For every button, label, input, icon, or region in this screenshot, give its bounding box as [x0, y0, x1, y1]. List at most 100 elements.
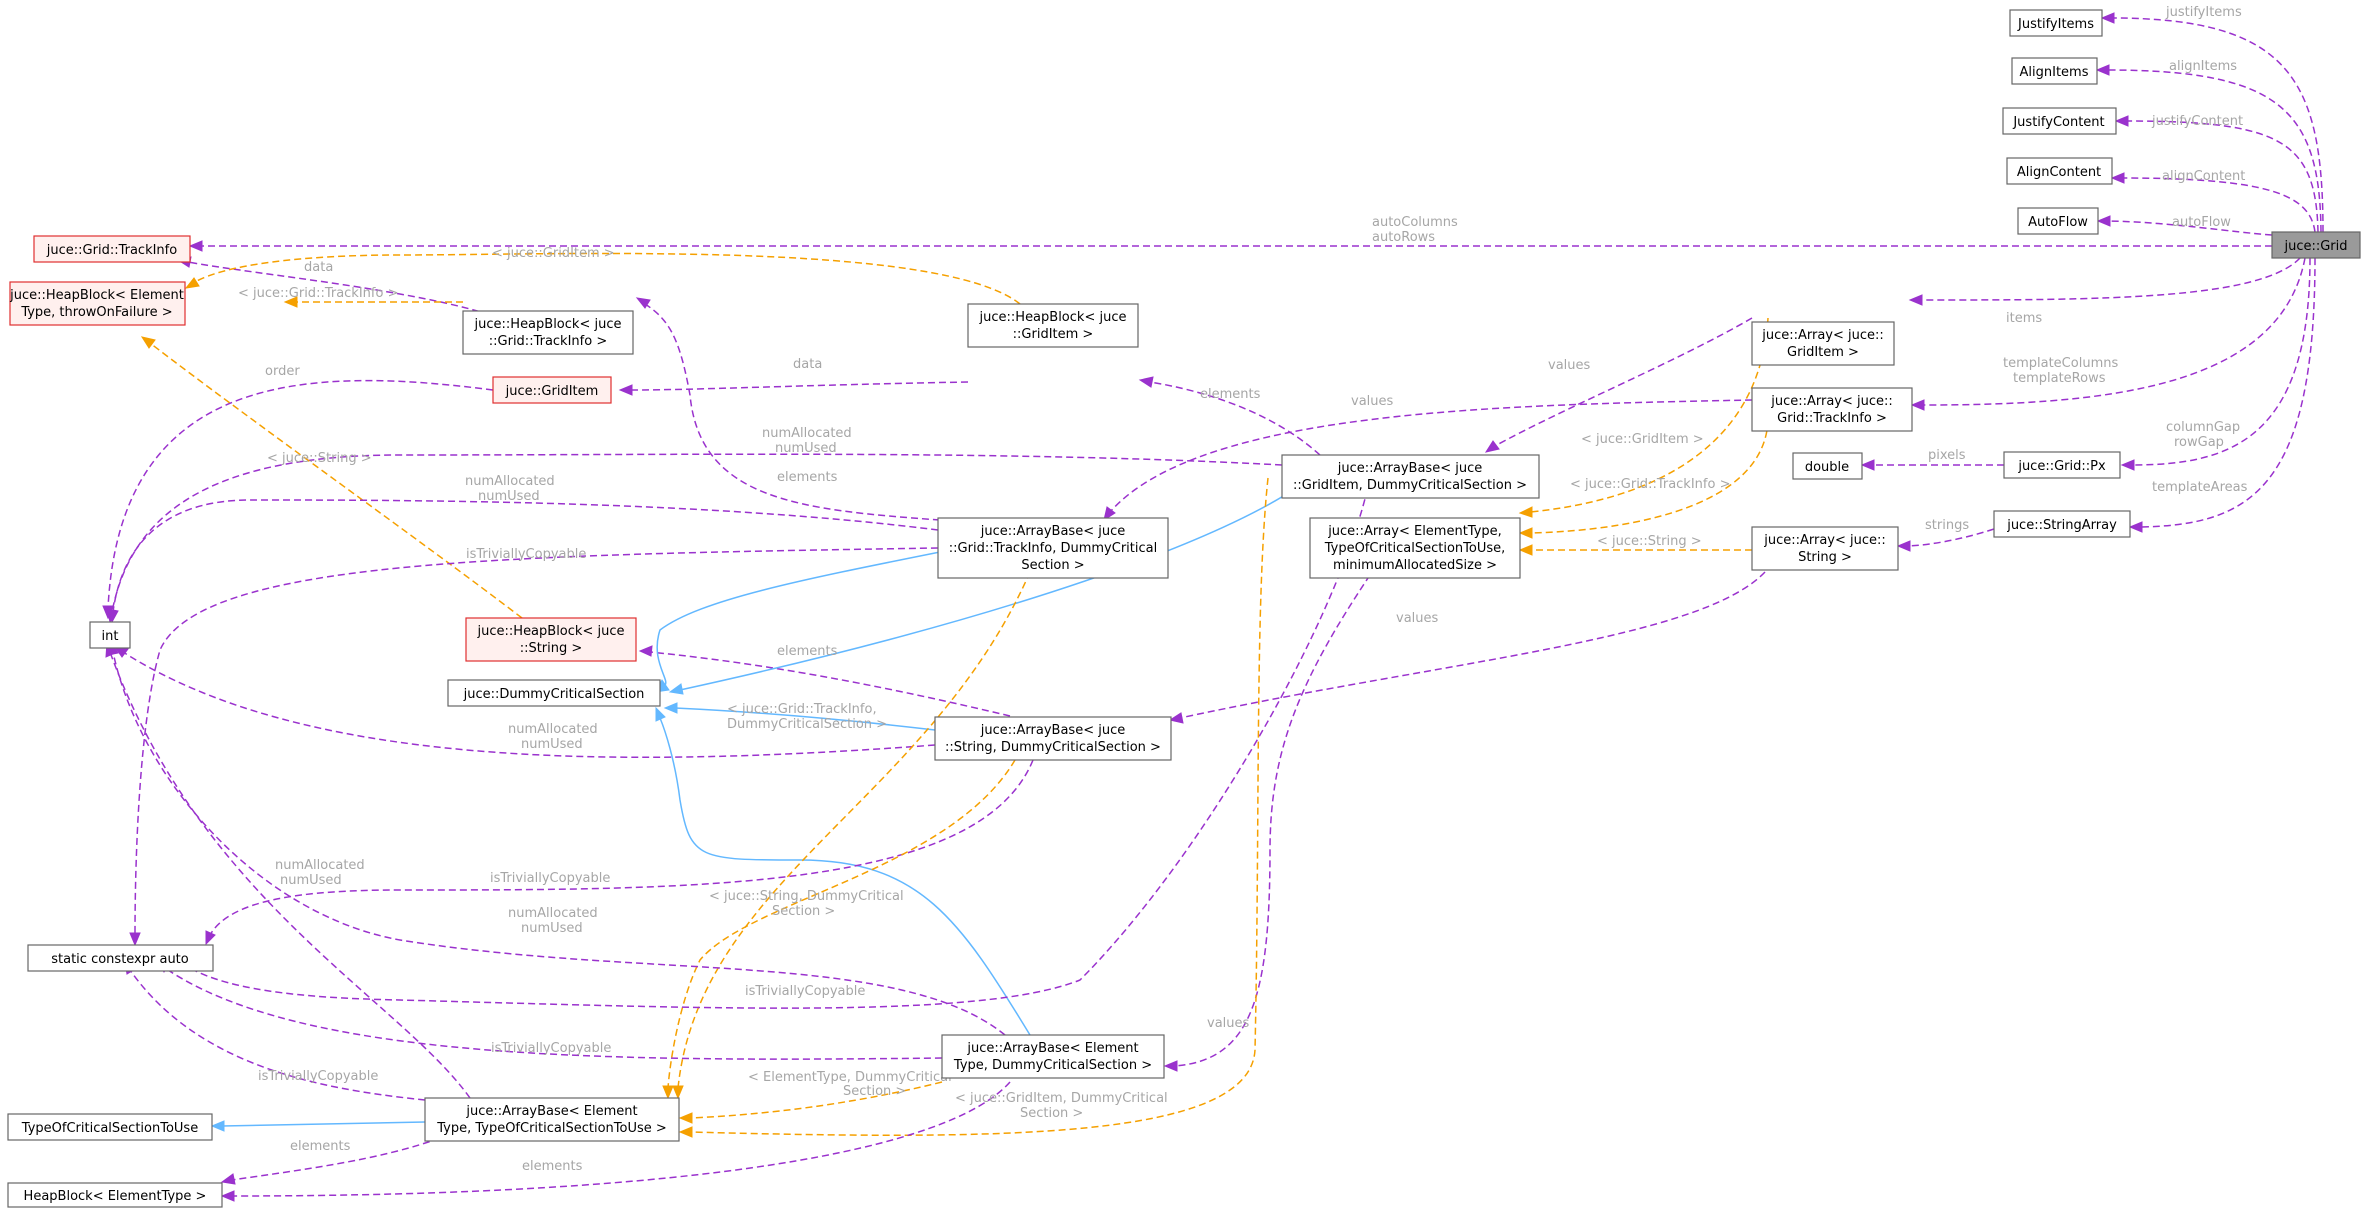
label-numalloc-elemtype-1: numAllocated	[275, 858, 365, 873]
node-arraybase-element-dummy[interactable]: juce::ArrayBase< Element Type, DummyCrit…	[941, 1034, 1165, 1079]
label-tmpl-griditem-top: < juce::GridItem >	[492, 246, 615, 261]
node-heapblock-string[interactable]: juce::HeapBlock< juce ::String >	[465, 617, 637, 662]
node-arraybase-element-typeofcs[interactable]: juce::ArrayBase< Element Type, TypeOfCri…	[424, 1097, 680, 1142]
node-double[interactable]: double	[1792, 452, 1863, 480]
edge-column-row-gap	[2120, 257, 2311, 471]
label-numalloc-dummy-1: numAllocated	[508, 906, 598, 921]
label-values-trackinfo: values	[1351, 394, 1394, 409]
label-tmpl-track-dummy-1: < juce::Grid::TrackInfo,	[727, 702, 877, 717]
svg-text:juce::Grid::Px: juce::Grid::Px	[2017, 459, 2106, 474]
edge-template-areas	[2128, 257, 2316, 533]
node-array-griditem[interactable]: juce::Array< juce:: GridItem >	[1751, 321, 1895, 366]
label-tmpl-trackinfo-left: < juce::Grid::TrackInfo >	[238, 286, 398, 301]
svg-text:Grid::TrackInfo >: Grid::TrackInfo >	[1777, 411, 1887, 426]
label-numalloc-string-1: numAllocated	[508, 722, 598, 737]
node-array-trackinfo[interactable]: juce::Array< juce:: Grid::TrackInfo >	[1751, 387, 1913, 432]
label-auto-columns: autoColumns	[1372, 215, 1458, 230]
node-justify-items[interactable]: JustifyItems	[2009, 9, 2103, 37]
node-heapblock-trackinfo[interactable]: juce::HeapBlock< juce ::Grid::TrackInfo …	[462, 310, 634, 355]
node-array-string[interactable]: juce::Array< juce:: String >	[1751, 526, 1899, 571]
node-heapblock-elementtype[interactable]: HeapBlock< ElementType >	[7, 1182, 223, 1208]
node-grid-px[interactable]: juce::Grid::Px	[2003, 451, 2121, 479]
edge-inherit-string-dummy	[663, 702, 936, 731]
svg-text:juce::HeapBlock< juce: juce::HeapBlock< juce	[474, 317, 622, 332]
svg-text:juce::Grid: juce::Grid	[2283, 239, 2347, 254]
label-numalloc-top-2: numUsed	[775, 441, 837, 456]
label-tmpl-griditem-dummy-1: < juce::GridItem, DummyCritical	[955, 1091, 1168, 1106]
edge-inherit-trackinfo-dummy	[654, 551, 941, 693]
label-tmpl-griditem-dummy-2: Section >	[1020, 1106, 1083, 1121]
edge-tmpl-arraybase-elemdummy	[678, 1081, 943, 1124]
edge-values-griditem	[1484, 317, 1753, 453]
svg-text:int: int	[102, 629, 119, 644]
label-numalloc-string-2: numUsed	[521, 737, 583, 752]
node-dummy-critical-section[interactable]: juce::DummyCriticalSection	[447, 679, 661, 707]
edge-tmpl-heap-trackinfo	[283, 296, 463, 308]
svg-text:::Grid::TrackInfo, DummyCritic: ::Grid::TrackInfo, DummyCritical	[949, 541, 1157, 556]
label-tmpl-string-arr: < juce::String >	[1597, 534, 1702, 549]
edge-elements-trackinfo	[635, 297, 941, 521]
edge-justify-content	[2114, 115, 2319, 233]
label-istriv-griditem: isTriviallyCopyable	[745, 984, 865, 999]
svg-text:::GridItem, DummyCriticalSecti: ::GridItem, DummyCriticalSection >	[1293, 478, 1527, 493]
node-stringarray[interactable]: juce::StringArray	[1993, 510, 2131, 538]
edge-tmpl-array-trackinfo	[1518, 419, 1769, 539]
label-tmpl-string-dummy-2: Section >	[772, 904, 835, 919]
node-typeof-critical-section[interactable]: TypeOfCriticalSectionToUse	[7, 1113, 213, 1141]
label-auto-rows: autoRows	[1372, 230, 1435, 245]
label-template-areas: templateAreas	[2152, 480, 2248, 495]
label-tmpl-string-dummy-1: < juce::String, DummyCritical	[709, 889, 904, 904]
label-justify-content: justifyContent	[2151, 114, 2243, 129]
node-align-content[interactable]: AlignContent	[2006, 157, 2113, 185]
label-justify-items: justifyItems	[2165, 5, 2242, 20]
svg-text:AutoFlow: AutoFlow	[2028, 215, 2088, 230]
svg-text:juce::ArrayBase< juce: juce::ArrayBase< juce	[1337, 461, 1482, 476]
edge-istriv-trackinfo	[129, 547, 939, 947]
label-align-items: alignItems	[2169, 59, 2237, 74]
node-trackinfo[interactable]: juce::Grid::TrackInfo	[33, 235, 191, 263]
label-elements-heap-griditem: elements	[1200, 387, 1261, 402]
label-pixels: pixels	[1928, 448, 1966, 463]
svg-text:JustifyItems: JustifyItems	[2017, 17, 2094, 32]
svg-text:Section >: Section >	[1021, 558, 1084, 573]
label-tmpl-track-dummy-2: DummyCriticalSection >	[727, 717, 887, 732]
edge-tmpl-array-string	[1518, 544, 1752, 556]
label-numalloc-mid-1: numAllocated	[465, 474, 555, 489]
label-istriv-trackinfo: isTriviallyCopyable	[466, 547, 586, 562]
node-array-generic[interactable]: juce::Array< ElementType, TypeOfCritical…	[1309, 517, 1521, 579]
label-align-content: alignContent	[2162, 169, 2245, 184]
label-tmpl-griditem-arr: < juce::GridItem >	[1581, 432, 1704, 447]
label-numalloc-mid-2: numUsed	[478, 489, 540, 504]
svg-text:String >: String >	[1798, 550, 1852, 565]
node-static-constexpr-auto[interactable]: static constexpr auto	[27, 944, 214, 972]
node-heapblock-element[interactable]: juce::HeapBlock< Element Type, throwOnFa…	[9, 281, 186, 326]
label-data-trackinfo: data	[304, 260, 333, 275]
node-heapblock-griditem[interactable]: juce::HeapBlock< juce ::GridItem >	[967, 303, 1139, 348]
node-griditem[interactable]: juce::GridItem	[492, 376, 612, 404]
svg-text:juce::HeapBlock< Element: juce::HeapBlock< Element	[9, 288, 184, 303]
node-arraybase-trackinfo[interactable]: juce::ArrayBase< juce ::Grid::TrackInfo,…	[937, 517, 1169, 579]
edge-values-generic	[1163, 574, 1371, 1072]
svg-text:juce::Array< ElementType,: juce::Array< ElementType,	[1327, 524, 1502, 539]
label-row-gap: rowGap	[2174, 435, 2224, 450]
node-int[interactable]: int	[89, 621, 131, 649]
label-elements-string: elements	[777, 644, 838, 659]
svg-text:JustifyContent: JustifyContent	[2012, 115, 2104, 130]
svg-text:Type, TypeOfCriticalSectionToU: Type, TypeOfCriticalSectionToUse >	[436, 1121, 667, 1136]
node-juce-grid[interactable]: juce::Grid	[2271, 231, 2361, 259]
label-tmpl-elem-dummy-1: < ElementType, DummyCritical	[748, 1070, 952, 1085]
edge-data-griditem	[618, 381, 969, 396]
label-template-columns: templateColumns	[2003, 356, 2118, 371]
label-numalloc-elemtype-2: numUsed	[280, 873, 342, 888]
node-arraybase-string[interactable]: juce::ArrayBase< juce ::String, DummyCri…	[934, 716, 1172, 761]
node-arraybase-griditem[interactable]: juce::ArrayBase< juce ::GridItem, DummyC…	[1281, 454, 1540, 499]
node-align-items[interactable]: AlignItems	[2011, 57, 2098, 85]
label-auto-flow: autoFlow	[2172, 215, 2231, 230]
label-tmpl-trackinfo-arr: < juce::Grid::TrackInfo >	[1570, 477, 1730, 492]
svg-text:juce::ArrayBase< juce: juce::ArrayBase< juce	[980, 524, 1125, 539]
node-justify-content[interactable]: JustifyContent	[2002, 107, 2117, 135]
svg-text:juce::DummyCriticalSection: juce::DummyCriticalSection	[463, 687, 645, 702]
edge-elements-heap-griditem	[1138, 376, 1321, 456]
label-istriv-dummy: isTriviallyCopyable	[491, 1041, 611, 1056]
node-auto-flow[interactable]: AutoFlow	[2017, 207, 2099, 235]
